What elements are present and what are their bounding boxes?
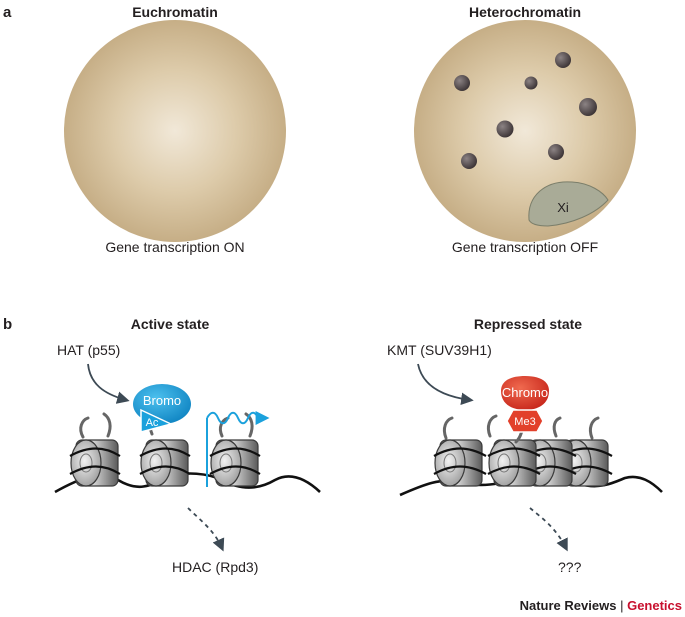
chromo-shape (501, 376, 549, 410)
nucleosome (209, 412, 261, 487)
bromodomain-reader: Bromo Ac (133, 384, 191, 433)
chromo-label: Chromo (502, 385, 548, 400)
euchromatin-title: Euchromatin (132, 4, 218, 20)
repressed-state-title: Repressed state (474, 316, 582, 332)
bromo-label: Bromo (143, 393, 181, 408)
ac-label: Ac (146, 417, 159, 429)
heterochromatin-title: Heterochromatin (469, 4, 581, 20)
active-nucleosome-array (54, 412, 321, 494)
panel-b-letter: b (3, 316, 12, 333)
heterochromatin-foci (454, 52, 597, 169)
active-state-title: Active state (131, 316, 210, 332)
heterochromatin-nucleus (414, 20, 636, 242)
heterochromatin-focus (461, 153, 477, 169)
acetyl-mark (140, 408, 174, 433)
repressed-nucleosome-array (399, 414, 663, 497)
unknown-eraser-label: ??? (558, 559, 582, 575)
heterochromatin-focus (524, 76, 538, 90)
unknown-eraser-arrow (529, 507, 568, 552)
heterochromatin-focus (555, 52, 571, 68)
transcription-arrow (206, 411, 270, 487)
heterochromatin-focus (454, 75, 470, 91)
heterochromatin-focus (496, 120, 514, 138)
chromodomain-reader: Chromo Me3 (501, 376, 549, 444)
nucleosome (433, 416, 487, 487)
euchromatin-nucleus (64, 20, 286, 242)
xi-label: Xi (557, 200, 569, 215)
heterochromatin-focus (579, 98, 597, 116)
hat-arrow (87, 363, 130, 404)
credit-separator: | (620, 598, 624, 613)
panel-a-letter: a (3, 4, 12, 21)
hdac-arrow (187, 507, 225, 552)
trimethyl-mark (506, 409, 544, 433)
heterochromatin-caption: Gene transcription OFF (452, 239, 598, 255)
nucleosome (69, 412, 121, 487)
journal-credit: Nature Reviews | Genetics (520, 598, 682, 613)
hat-label: HAT (p55) (57, 342, 120, 358)
nucleosome (139, 412, 191, 487)
inactive-x-territory (528, 181, 609, 227)
kmt-arrow (417, 363, 474, 406)
kmt-label: KMT (SUV39H1) (387, 342, 492, 358)
hdac-label: HDAC (Rpd3) (172, 559, 258, 575)
nucleosome (486, 414, 541, 487)
journal-name: Nature Reviews (519, 598, 617, 613)
euchromatin-caption: Gene transcription ON (105, 239, 244, 255)
me3-label: Me3 (514, 416, 535, 428)
journal-section: Genetics (627, 598, 682, 613)
heterochromatin-focus (548, 144, 564, 160)
